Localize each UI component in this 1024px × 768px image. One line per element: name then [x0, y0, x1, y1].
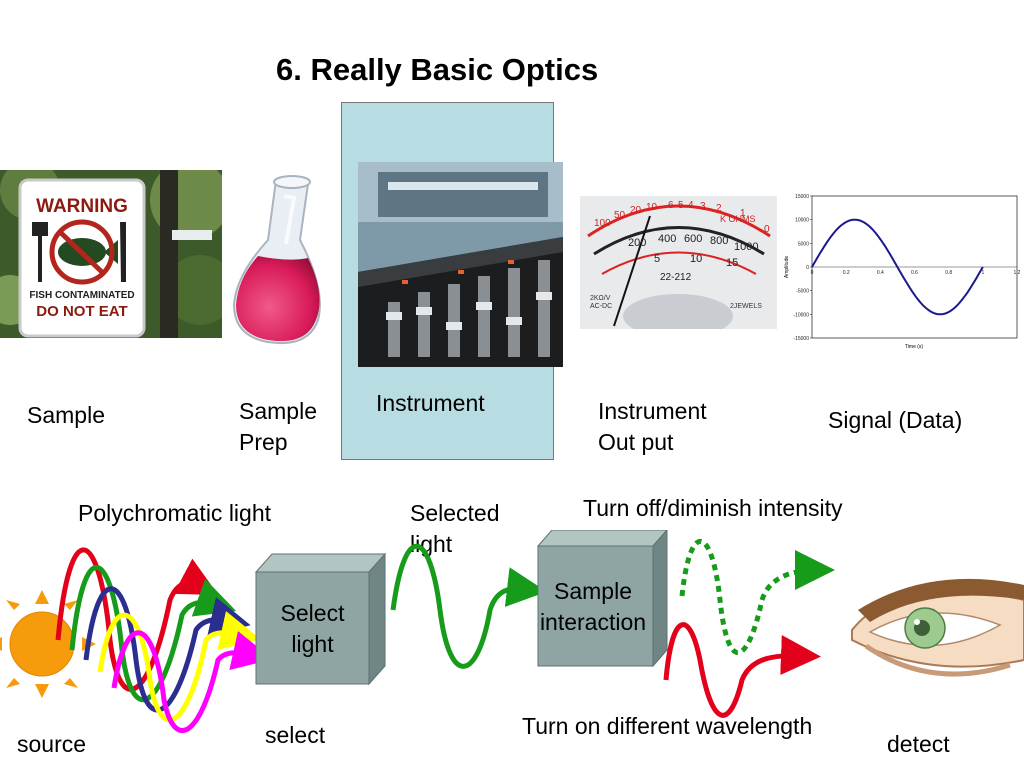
signal-plot: 15000 10000 5000 0 -5000 -10000 -15000 0 0.2 0.4… [782, 188, 1022, 356]
plot-ytick-label: 0 [806, 265, 809, 271]
meter-scale-top-2: 20 [630, 205, 642, 216]
meter-scale-top-4: 6 [668, 200, 674, 211]
instrument-console-photo [358, 162, 563, 367]
polychromatic-light-label: Polychromatic light [78, 500, 272, 526]
plot-ytick-label: -5000 [796, 289, 809, 295]
plot-xtick-label: 1.2 [1014, 270, 1021, 276]
meter-scale-mid-0: 200 [628, 237, 646, 249]
select-light-box-label: Select light [280, 600, 345, 657]
meter-scale-top-9: 1 [740, 208, 746, 219]
different-wavelength-wave [663, 622, 821, 718]
plot-ytick-label: 5000 [798, 241, 809, 247]
plot-xtick-label: 0.4 [877, 270, 884, 276]
prohibited-icon [49, 219, 115, 285]
flask-icon [228, 170, 330, 350]
sign-warning-text: WARNING [36, 196, 128, 217]
analog-meter-photo: 100 50 20 10 6 5 4 3 2 1 0 K OHMS 200 40… [580, 196, 777, 329]
plot-xtick-label: 0.8 [945, 270, 952, 276]
sun-icon [0, 590, 96, 698]
detect-label: detect [887, 731, 950, 757]
meter-scale-top-7: 3 [700, 201, 706, 212]
sign-contaminated-text: FISH CONTAMINATED [29, 290, 134, 301]
fork-icon [32, 222, 48, 282]
meter-scale-mid-2: 600 [684, 233, 702, 245]
selected-light-wave [390, 543, 547, 669]
turn-off-label: Turn off/diminish intensity [583, 495, 843, 521]
plot-ytick-label: 15000 [795, 194, 809, 200]
signal-data-label: Signal (Data) [828, 407, 963, 433]
meter-scale-top-5: 5 [678, 200, 684, 211]
sample-prep-label: Sample Prep [239, 398, 317, 455]
knife-icon [120, 222, 126, 282]
meter-model-text: 22-212 [660, 272, 692, 283]
source-label: source [17, 731, 87, 757]
sample-label: Sample [27, 402, 105, 428]
meter-scale-low-2: 15 [726, 257, 738, 269]
meter-scale-low-0: 5 [654, 253, 660, 265]
turn-on-label: Turn on different wavelength [522, 713, 813, 739]
meter-ohms-label: K OHMS [720, 214, 756, 224]
meter-scale-top-3: 10 [646, 202, 658, 213]
sample-interaction-box-label: Sample interaction [539, 578, 647, 635]
plot-ytick-label: -10000 [793, 312, 809, 318]
plot-xtick-label: 0 [811, 270, 814, 276]
plot-xtick-label: 0.6 [911, 270, 918, 276]
sine-wave-line [811, 218, 984, 316]
sample-interaction-box [536, 530, 668, 668]
meter-scale-top-10: 0 [764, 224, 770, 235]
plot-ylabel: Amplitude [784, 256, 790, 278]
plot-ytick-label: -15000 [793, 336, 809, 342]
meter-scale-mid-4: 1000 [734, 241, 758, 253]
polychromatic-waves [55, 547, 273, 733]
select-light-box [254, 552, 387, 686]
sign-do-not-eat-text: DO NOT EAT [36, 303, 127, 320]
meter-scale-top-6: 4 [688, 200, 694, 211]
plot-ytick-label: 10000 [795, 218, 809, 224]
plot-xtick-label: 0.2 [843, 270, 850, 276]
meter-scale-mid-1: 400 [658, 233, 676, 245]
meter-scale-mid-3: 800 [710, 235, 728, 247]
slide-title: 6. Really Basic Optics [276, 52, 599, 87]
optics-diagram [0, 530, 1024, 733]
selected-light-label: Selected light [410, 500, 500, 557]
warning-sign-photo: WARNING FISH CONTAMINATED DO NOT EAT [0, 170, 222, 338]
meter-scale-top-1: 50 [614, 210, 626, 221]
diminished-light-wave [679, 538, 835, 655]
eye-icon [851, 578, 1024, 677]
meter-scale-low-1: 10 [690, 253, 702, 265]
instrument-label: Instrument [376, 390, 485, 416]
plot-xtick-label: 1 [981, 270, 984, 276]
select-label: select [265, 722, 326, 748]
meter-right-marks: 2JEWELS [730, 303, 762, 310]
meter-scale-top-8: 2 [716, 203, 722, 214]
instrument-output-label: Instrument Out put [598, 398, 707, 455]
meter-scale-top-0: 100 [594, 218, 611, 229]
plot-xlabel: Time (s) [905, 344, 923, 350]
